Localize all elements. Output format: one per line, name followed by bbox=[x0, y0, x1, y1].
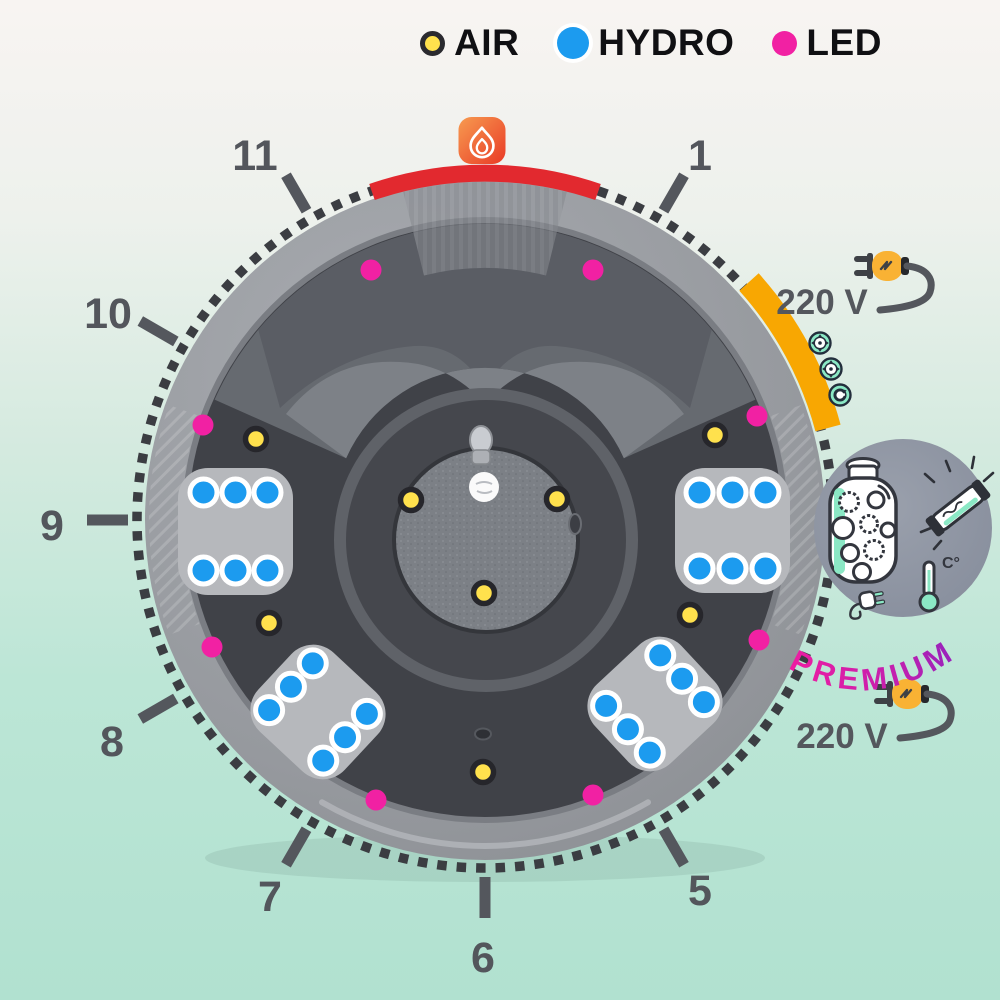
uv-lamp-icon bbox=[919, 455, 995, 551]
suction-fitting bbox=[568, 513, 582, 535]
floor-drain bbox=[474, 727, 492, 741]
air-jets-layer bbox=[242, 421, 729, 786]
clock-number-8: 8 bbox=[100, 718, 124, 766]
temperature-unit-label: C° bbox=[942, 555, 960, 572]
led-light-dot bbox=[746, 405, 768, 427]
hydro-jet-dot bbox=[687, 686, 720, 719]
jet-adjust-icon-2 bbox=[819, 357, 843, 381]
hydro-jet-dot bbox=[187, 554, 220, 587]
led-light-dot bbox=[365, 789, 387, 811]
clock-number-6: 6 bbox=[471, 934, 495, 982]
hydro-jet-dot bbox=[274, 670, 307, 703]
led-light-dot bbox=[582, 259, 604, 281]
seat-pillows bbox=[286, 361, 684, 459]
heater-badge bbox=[458, 117, 506, 164]
hydro-jet-dot bbox=[307, 744, 340, 777]
led-legend-dot-icon bbox=[772, 30, 798, 56]
hydro-legend-dot-icon bbox=[557, 27, 590, 59]
air-jet-dot bbox=[543, 485, 571, 513]
hydro-jet-dot bbox=[296, 647, 329, 680]
hydro-jet-panel bbox=[587, 636, 723, 772]
clock-number-7: 7 bbox=[258, 873, 282, 921]
thermometer-icon: C° bbox=[918, 555, 960, 613]
clock-number-1: 1 bbox=[688, 132, 712, 180]
air-jet-dot bbox=[255, 609, 283, 637]
power-bottom-label: 220 V bbox=[796, 717, 888, 756]
legend-item-air: AIR bbox=[420, 22, 519, 64]
air-jet-dot bbox=[469, 758, 497, 786]
clock-number-5: 5 bbox=[688, 867, 712, 915]
filter-icon bbox=[828, 457, 898, 584]
hydro-jet-dot bbox=[683, 476, 716, 509]
legend: AIR HYDRO LED bbox=[151, 22, 1000, 64]
hydro-jet-dot bbox=[350, 697, 383, 730]
brand-logo bbox=[469, 472, 499, 502]
hydro-jet-dot bbox=[329, 721, 362, 754]
clock-ticks bbox=[87, 172, 689, 918]
hydro-jet-dot bbox=[251, 476, 284, 509]
power-zone-arc bbox=[739, 273, 841, 432]
air-jet-dot bbox=[701, 421, 729, 449]
hydro-jet-dot bbox=[666, 662, 699, 695]
air-jet-dot bbox=[242, 425, 270, 453]
rim-tread-left bbox=[148, 405, 200, 635]
legend-item-hydro: HYDRO bbox=[557, 22, 734, 64]
chrome-fitting-base bbox=[471, 449, 491, 465]
led-light-dot bbox=[360, 259, 382, 281]
led-light-dot bbox=[748, 629, 770, 651]
hydro-jet-dot bbox=[611, 713, 644, 746]
legend-item-led: LED bbox=[772, 22, 882, 64]
clock-number-11: 11 bbox=[232, 132, 277, 180]
waterfall-feature bbox=[403, 181, 567, 276]
air-jet-dot bbox=[676, 601, 704, 629]
led-light-dot bbox=[582, 784, 604, 806]
air-jet-dot bbox=[397, 486, 425, 514]
rim-tread-right bbox=[770, 405, 822, 635]
hydro-jet-dot bbox=[716, 552, 749, 585]
hydro-jet-dot bbox=[633, 736, 666, 769]
clock-numbers: 1 5 6 7 8 9 10 11 bbox=[40, 132, 712, 982]
hydro-jet-dot bbox=[251, 554, 284, 587]
hydro-jet-panel bbox=[250, 644, 386, 780]
hydro-jet-dot bbox=[590, 689, 623, 722]
tub-floor bbox=[395, 449, 577, 631]
hydro-jet-dot bbox=[187, 476, 220, 509]
hydro-jet-panel bbox=[178, 468, 293, 595]
legend-label-air: AIR bbox=[454, 22, 520, 63]
uv-rays bbox=[919, 455, 995, 551]
hydro-jet-panel bbox=[675, 468, 790, 593]
power-top-label: 220 V bbox=[776, 283, 868, 322]
legend-label-led: LED bbox=[806, 22, 882, 63]
clock-number-10: 10 bbox=[84, 290, 132, 338]
mini-plug-icon bbox=[849, 590, 886, 620]
hydro-jet-dot bbox=[749, 552, 782, 585]
hydro-jet-dot bbox=[716, 476, 749, 509]
hydro-jet-panels-layer bbox=[178, 468, 790, 780]
hydro-jet-dot bbox=[219, 476, 252, 509]
air-jet-dot bbox=[470, 579, 498, 607]
hydro-jet-dot bbox=[219, 554, 252, 587]
led-light-dot bbox=[192, 414, 214, 436]
jet-rotate-icon bbox=[828, 383, 852, 407]
flame-icon bbox=[469, 126, 495, 159]
air-legend-dot-icon bbox=[420, 30, 446, 56]
clock-number-9: 9 bbox=[40, 502, 64, 550]
led-lights-layer bbox=[192, 259, 770, 811]
led-light-dot bbox=[201, 636, 223, 658]
legend-label-hydro: HYDRO bbox=[598, 22, 735, 63]
hydro-jet-dot bbox=[749, 476, 782, 509]
jet-adjust-icon-1 bbox=[808, 331, 832, 355]
hydro-jet-dot bbox=[644, 639, 677, 672]
hydro-jet-dot bbox=[683, 552, 716, 585]
heater-zone-arc bbox=[369, 164, 601, 201]
hydro-jet-dot bbox=[253, 694, 286, 727]
